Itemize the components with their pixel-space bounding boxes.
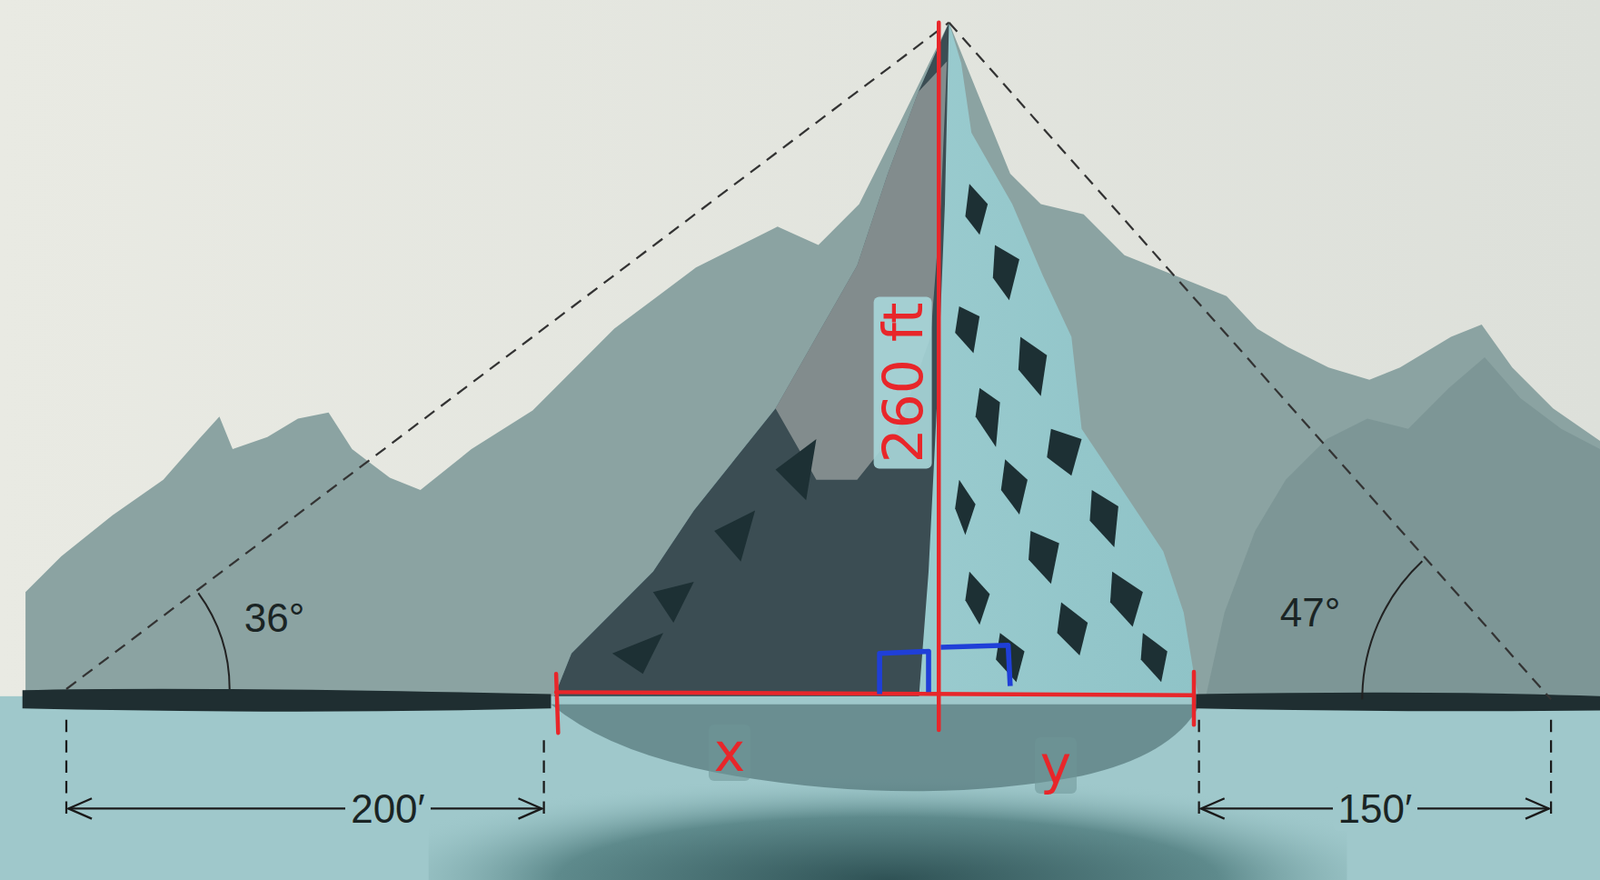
sky: [0, 0, 1600, 705]
height-label: 260 ft: [874, 296, 933, 468]
angle-label: 47°: [1274, 590, 1347, 635]
angle-arcs: [198, 560, 1422, 699]
angle-label: 36°: [238, 596, 311, 640]
variable-label: y: [1034, 736, 1077, 794]
dimension-lines: [66, 719, 1551, 822]
dimension-label: 200′: [345, 786, 431, 831]
iceberg-underwater: [550, 704, 1200, 791]
water: [0, 695, 1600, 880]
iceberg-light-face: [550, 22, 1200, 705]
variable-label: x: [708, 724, 751, 781]
iceberg-dark-face: [550, 22, 949, 705]
iceberg-cracks: [612, 183, 1168, 682]
red-annotations: [556, 22, 1194, 734]
right-angle-marks: [879, 645, 1011, 695]
underwater-shade: [428, 704, 1348, 880]
dimension-label: 150′: [1332, 786, 1419, 831]
mountain-range: [25, 22, 1600, 705]
shoreline: [22, 688, 1600, 712]
sight-lines: [66, 22, 1551, 700]
iceberg-speckle: [775, 60, 948, 479]
